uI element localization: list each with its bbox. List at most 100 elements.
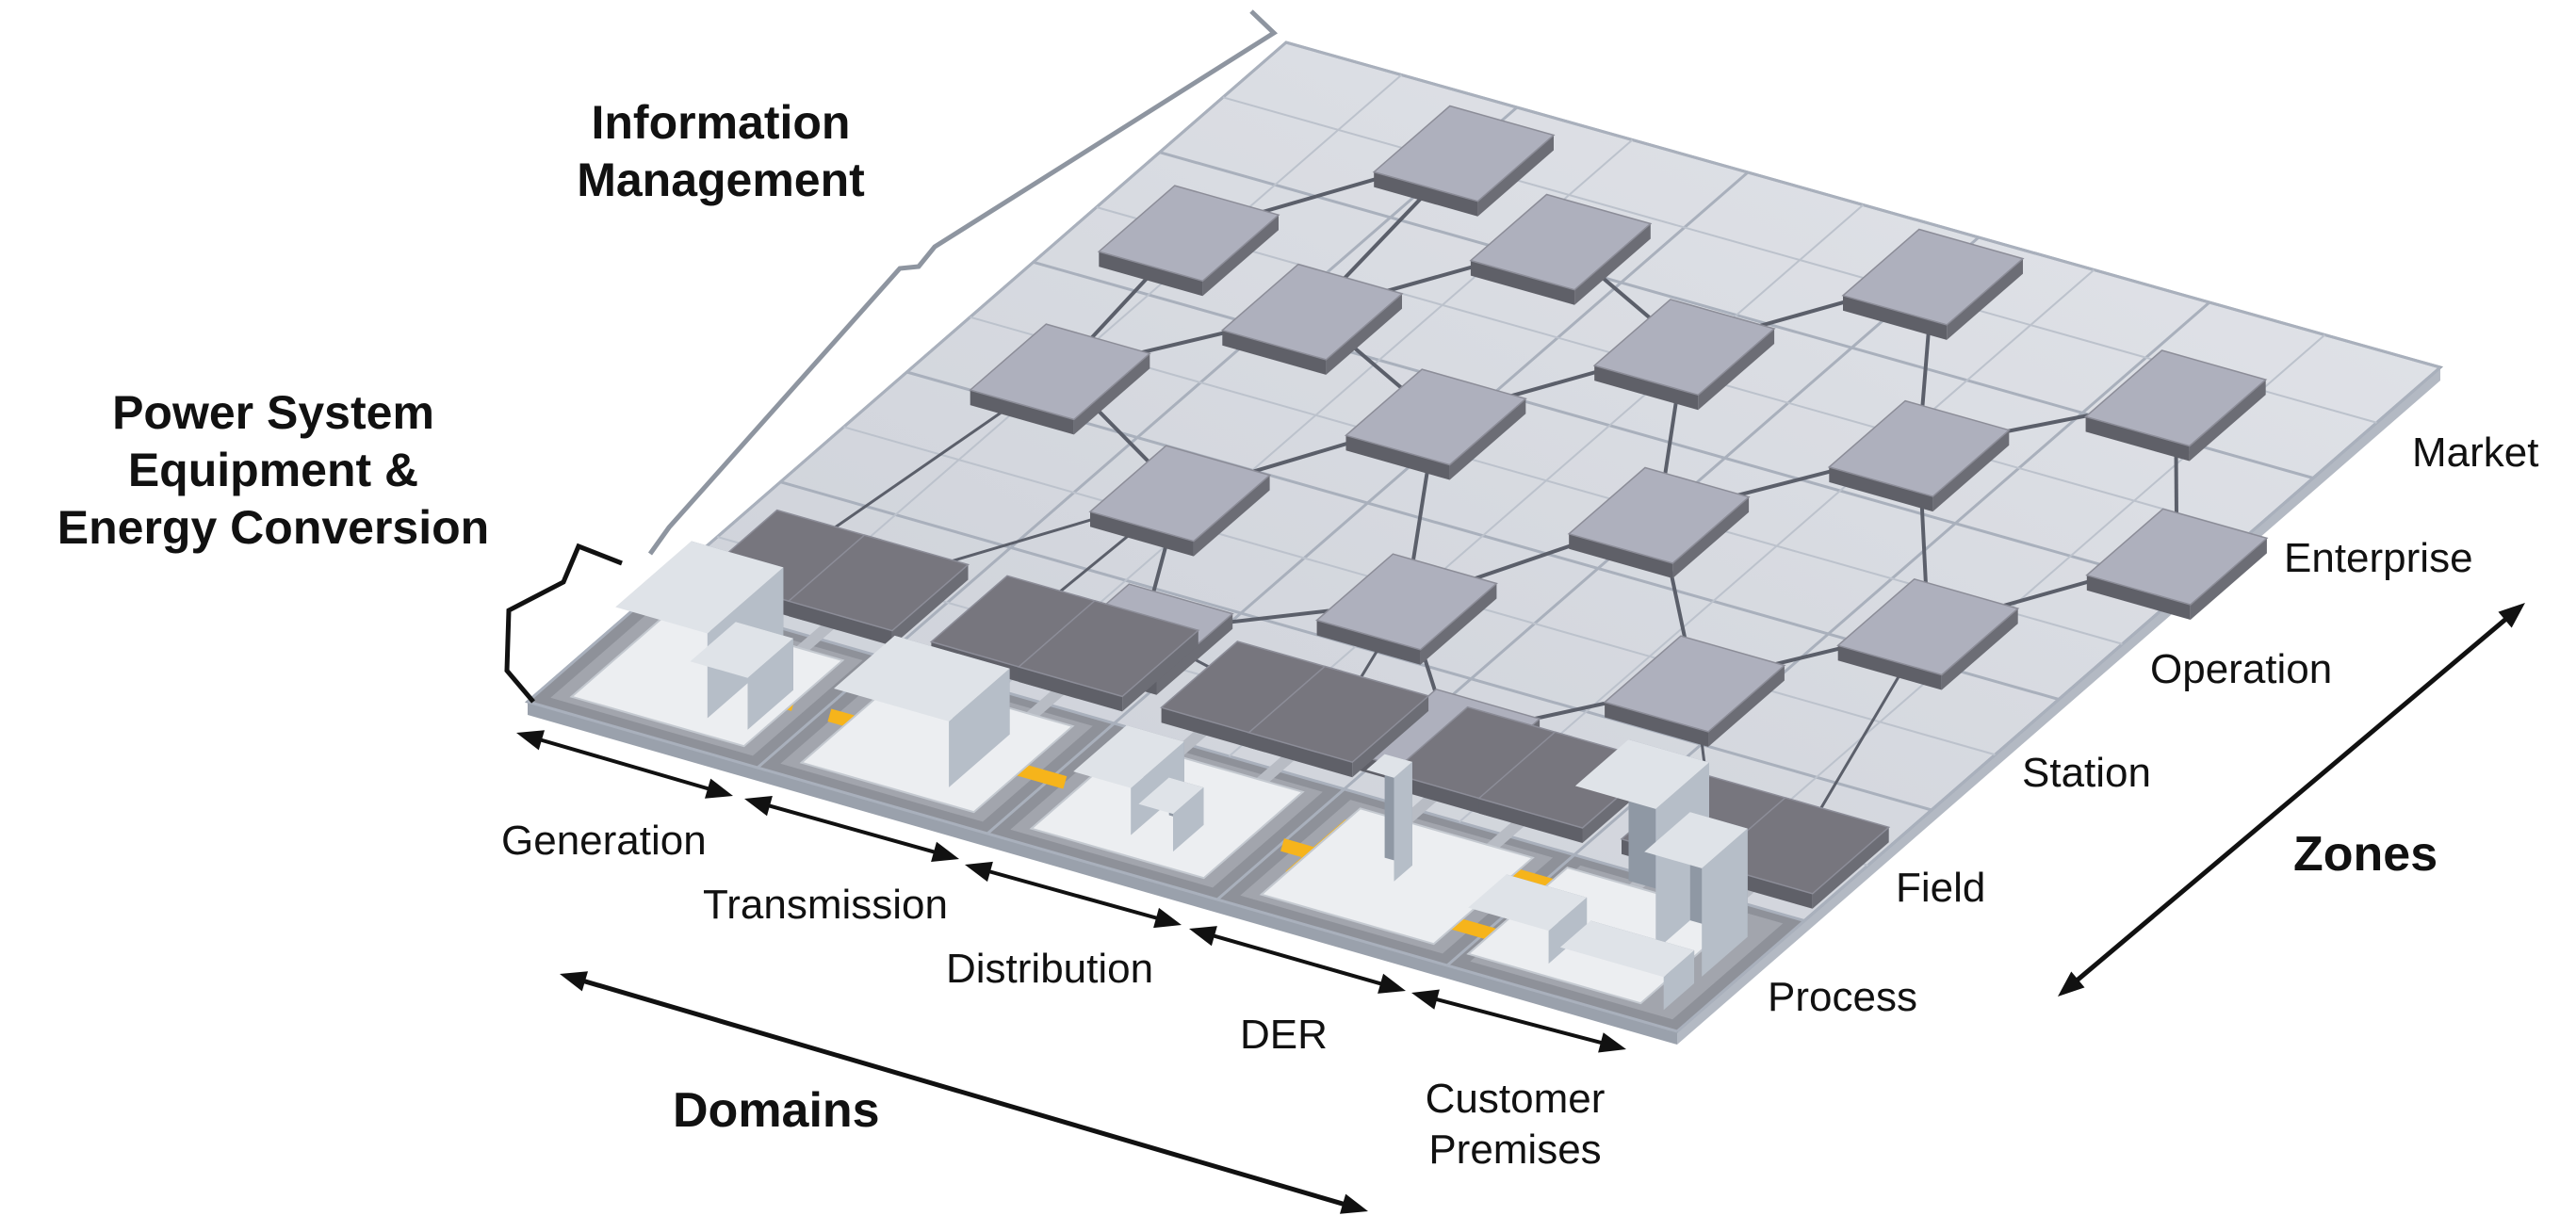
- heading-line: Equipment &: [127, 444, 419, 496]
- information-management-bracket: [647, 9, 1279, 556]
- domain-span-arrow: [764, 802, 939, 855]
- information-node-side: [970, 390, 1074, 435]
- domain-label-der: DER: [1240, 1012, 1328, 1058]
- wind-turbine-icon: [1394, 761, 1412, 882]
- information-node-side: [1932, 430, 2010, 512]
- information-node-side: [1843, 295, 1948, 340]
- wind-turbine-icon: [1366, 754, 1412, 778]
- information-node-side: [1672, 496, 1750, 578]
- zone-label-operation: Operation: [2150, 646, 2333, 692]
- field-device-node-side: [1352, 695, 1429, 778]
- heading-line: Management: [577, 154, 865, 206]
- domains-axis-arrow: [579, 977, 1349, 1208]
- information-node: [2085, 508, 2269, 606]
- information-node-side: [1326, 293, 1402, 375]
- domain-span-arrow-head: [516, 730, 545, 751]
- building-icon: [1574, 739, 1709, 809]
- domain-span-arrow-head: [1153, 907, 1182, 929]
- heading-line: Power System: [112, 386, 434, 439]
- information-node-side: [1574, 223, 1651, 305]
- information-node-side: [1837, 645, 1942, 690]
- information-node-side: [1470, 260, 1575, 305]
- heading-line: Energy Conversion: [57, 501, 490, 554]
- information-node-side: [1569, 533, 1673, 578]
- information-node-side: [1941, 608, 2018, 690]
- information-node: [1469, 193, 1653, 291]
- domain-span-arrow-head: [1378, 973, 1406, 994]
- information-node-side: [2086, 575, 2191, 620]
- information-management-heading: Information Management: [556, 94, 886, 209]
- information-node: [1372, 105, 1556, 203]
- domain-span-arrow-head: [744, 796, 773, 817]
- transformer-icon: [1138, 777, 1204, 815]
- field-device-node: [787, 534, 970, 632]
- information-node-side: [1099, 251, 1203, 297]
- domain-label-generation: Generation: [501, 818, 707, 864]
- information-node-side: [1202, 215, 1279, 297]
- zone-label-station: Station: [2022, 750, 2151, 796]
- information-node-side: [2085, 416, 2190, 462]
- field-device-node: [1017, 599, 1200, 698]
- information-node-side: [1345, 435, 1450, 480]
- domains-axis-arrow-head: [1340, 1193, 1368, 1214]
- information-node: [1344, 368, 1527, 466]
- information-node-side: [1420, 583, 1497, 665]
- field-device-node-side: [1161, 707, 1265, 753]
- information-node: [1841, 228, 2025, 326]
- transmission-tower-icon: [949, 668, 1010, 787]
- information-node-side: [1449, 398, 1526, 480]
- information-node-side: [1193, 475, 1270, 557]
- domain-span-arrow-head: [965, 861, 993, 883]
- zones-axis-arrow-head: [2498, 603, 2525, 628]
- domain-span-arrow-head: [705, 778, 733, 799]
- information-node-side: [1947, 258, 2023, 340]
- factory-icon: [1559, 920, 1695, 978]
- zones-axis-arrow-head: [2058, 971, 2085, 997]
- power-plant-icon: [690, 622, 793, 678]
- power-system-bracket: [504, 543, 623, 704]
- information-node-side: [1156, 613, 1233, 695]
- domain-span-arrow: [1208, 932, 1387, 987]
- field-device-node-side: [891, 564, 969, 646]
- information-node: [1220, 263, 1404, 361]
- information-node-side: [2189, 380, 2266, 462]
- power-system-heading: Power System Equipment & Energy Conversi…: [28, 384, 518, 557]
- domain-span-arrow: [985, 868, 1162, 921]
- information-node-side: [1605, 702, 1708, 747]
- information-node-side: [1374, 171, 1478, 217]
- zones-axis-arrow: [2072, 614, 2511, 985]
- information-node: [1836, 577, 2020, 676]
- domain-label-line: Customer: [1425, 1076, 1606, 1122]
- domain-label-line: Premises: [1428, 1126, 1602, 1173]
- field-device-node-side: [1478, 798, 1583, 843]
- information-node: [1603, 635, 1786, 733]
- field-device-node: [1247, 665, 1430, 764]
- domain-label-transmission: Transmission: [703, 882, 948, 928]
- domain-span-arrow: [1431, 996, 1606, 1046]
- house-icon: [1468, 874, 1588, 932]
- domain-span-arrow-head: [1411, 989, 1440, 1010]
- domains-axis-arrow-head: [560, 971, 588, 992]
- power-plant-icon: [615, 541, 784, 634]
- heading-line: Information: [591, 96, 851, 149]
- transmission-tower-icon: [834, 635, 1010, 721]
- information-node: [1592, 299, 1776, 397]
- information-node: [1088, 445, 1272, 543]
- zones-heading: Zones: [2293, 827, 2438, 882]
- information-node: [1827, 399, 2011, 497]
- information-node: [1315, 553, 1498, 651]
- zone-label-field: Field: [1896, 865, 1986, 911]
- zone-label-process: Process: [1768, 974, 1917, 1020]
- information-node: [1567, 466, 1751, 564]
- information-node-side: [2190, 538, 2267, 620]
- transformer-icon: [1073, 725, 1184, 788]
- information-node-side: [1829, 466, 1933, 512]
- information-node: [1097, 185, 1280, 283]
- domain-label-customer-premises: Customer Premises: [1383, 1074, 1647, 1175]
- grid-line-zone: [527, 700, 1678, 1033]
- information-node: [969, 323, 1151, 421]
- domain-span-arrow-head: [1598, 1032, 1626, 1053]
- information-node-side: [1316, 620, 1421, 665]
- domain-span-arrow-head: [931, 841, 959, 862]
